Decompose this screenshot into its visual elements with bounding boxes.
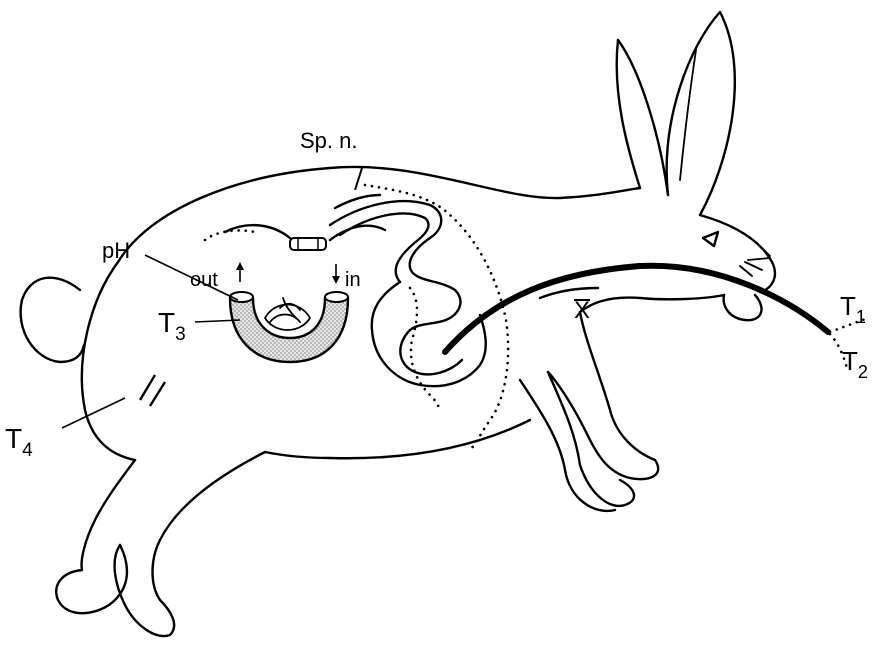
label-t2: T2 (842, 346, 868, 382)
label-x-bar: X (574, 297, 590, 324)
label-t1: T1 (840, 291, 866, 327)
t4-marks (140, 375, 165, 406)
esophageal-catheter (445, 266, 828, 352)
label-in: in (345, 269, 361, 291)
flow-arrows (236, 262, 340, 284)
tube-connector (290, 238, 326, 250)
label-ph: pH (102, 238, 130, 263)
label-out: out (190, 269, 218, 291)
label-sp-n: Sp. n. (300, 128, 357, 153)
tubing (225, 225, 385, 250)
t4-leader (62, 398, 125, 428)
label-t3: T3 (158, 307, 186, 345)
labels: Sp. n. pH out in T3 T4 T1 T2 X (5, 128, 868, 461)
spinal-nerve-marker (335, 168, 380, 208)
label-t4: T4 (5, 423, 33, 461)
rabbit-outline (21, 12, 775, 636)
gastric-cannula (230, 292, 348, 362)
